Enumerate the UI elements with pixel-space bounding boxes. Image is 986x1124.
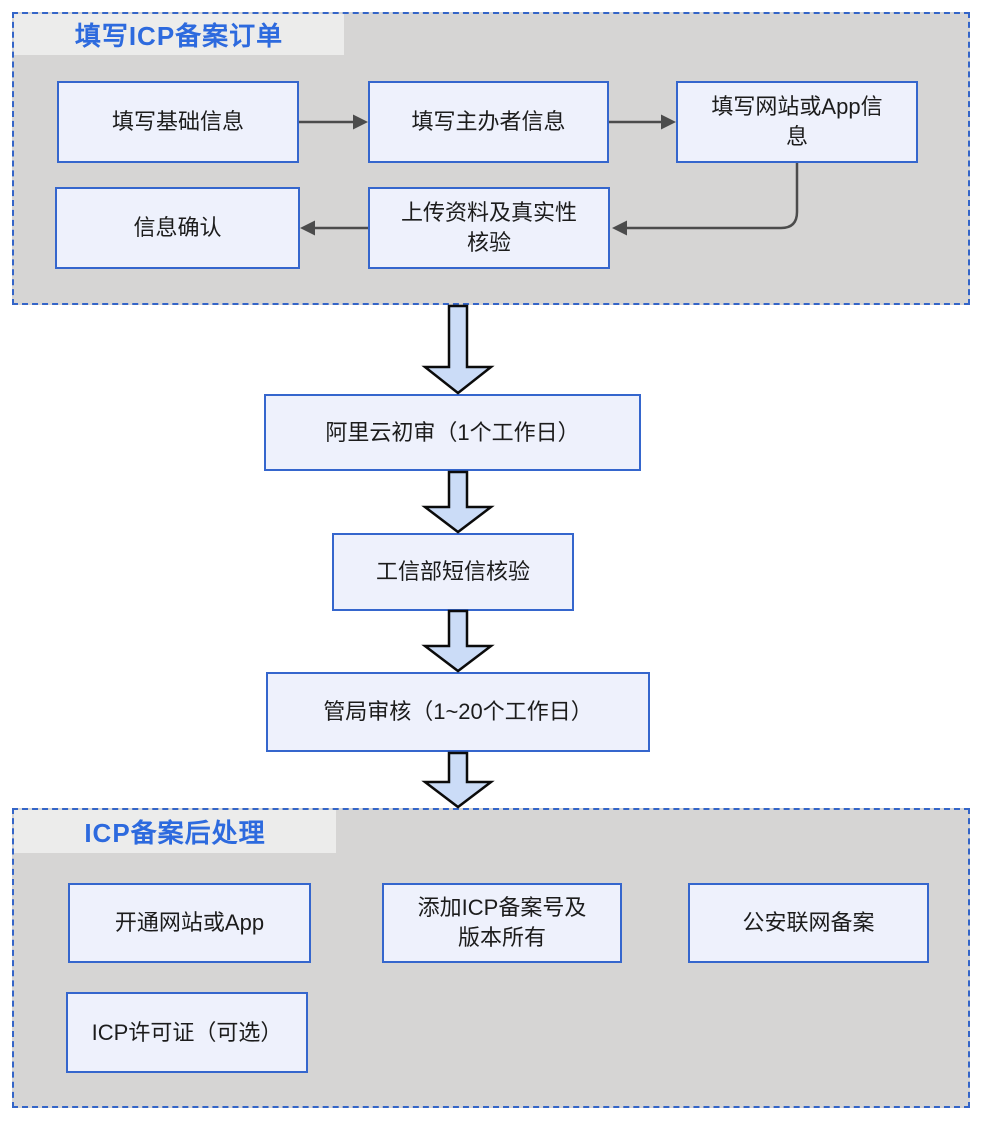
section-fill-order-title: 填写ICP备案订单 bbox=[14, 14, 344, 55]
node-fill-basic-info: 填写基础信息 bbox=[57, 81, 299, 163]
node-add-icp-number: 添加ICP备案号及 版本所有 bbox=[382, 883, 622, 963]
block-arrow-section-to-aliyun bbox=[421, 304, 495, 395]
node-info-confirm: 信息确认 bbox=[55, 187, 300, 269]
node-fill-website-app-info: 填写网站或App信 息 bbox=[676, 81, 918, 163]
block-arrow-miit-to-bureau bbox=[421, 609, 495, 673]
node-fill-sponsor-info: 填写主办者信息 bbox=[368, 81, 609, 163]
node-miit-sms-verify: 工信部短信核验 bbox=[332, 533, 574, 611]
node-public-security-filing: 公安联网备案 bbox=[688, 883, 929, 963]
node-open-website-app: 开通网站或App bbox=[68, 883, 311, 963]
node-aliyun-review: 阿里云初审（1个工作日） bbox=[264, 394, 641, 471]
node-upload-materials-verify: 上传资料及真实性 核验 bbox=[368, 187, 610, 269]
section-post-process-title: ICP备案后处理 bbox=[14, 810, 336, 853]
block-arrow-aliyun-to-miit bbox=[421, 470, 495, 534]
block-arrow-bureau-to-section bbox=[421, 751, 495, 809]
node-bureau-review: 管局审核（1~20个工作日） bbox=[266, 672, 650, 752]
node-icp-license-optional: ICP许可证（可选） bbox=[66, 992, 308, 1073]
